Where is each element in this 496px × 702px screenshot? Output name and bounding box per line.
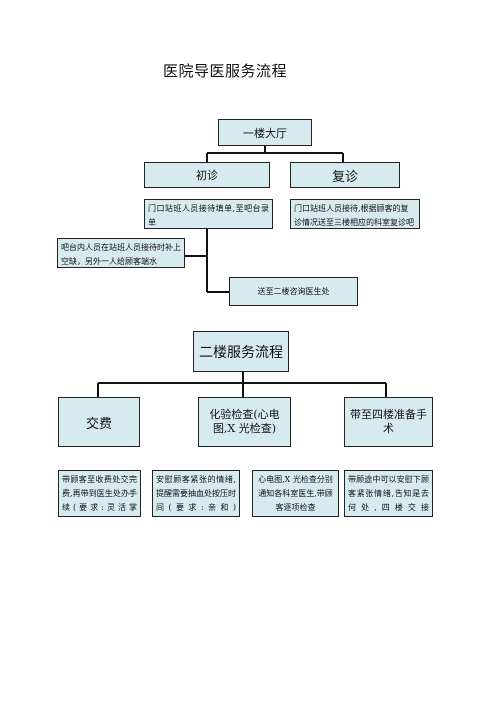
to-fourth-floor-label: 带至四楼准备手术 xyxy=(350,408,427,435)
first-visit-note: 门口站班人员接待填单,至吧台录单 xyxy=(144,199,273,229)
to-fourth-floor-note: 带顾途中可以安慰下顾客紧张情绪,告知是去何处,四楼交接 xyxy=(344,470,433,517)
lab-exam-label: 化验检查(心电图,X 光检查) xyxy=(209,408,280,435)
lab-comfort-note: 安慰顾客紧张的情绪,提醒需要抽血处按压时间(要求:亲和) xyxy=(152,470,240,517)
return-visit-note-text: 门口站班人员接待,根据顾客的复诊情况送至三楼相应的科室复诊吧台 xyxy=(294,204,414,227)
return-visit-box: 复诊 xyxy=(290,162,400,188)
floor1-lobby-label: 一楼大厅 xyxy=(243,126,287,140)
escort-note-text: 送至二楼咨询医生处 xyxy=(257,286,330,296)
bar-staff-note-text: 吧台内人员在站班人员接待时补上空缺，另外一人给顾客端水 xyxy=(61,243,181,266)
payment-note-text: 带顾客至收费处交完费,再带到医生处办手续(要求:灵活掌 xyxy=(62,475,137,512)
floor2-flow-box: 二楼服务流程 xyxy=(193,331,289,372)
floor1-lobby-box: 一楼大厅 xyxy=(218,119,312,146)
first-visit-label: 初诊 xyxy=(196,169,218,182)
payment-note: 带顾客至收费处交完费,再带到医生处办手续(要求:灵活掌 xyxy=(58,470,141,517)
lab-notify-note-text: 心电图,X 光检查分别通知各科室医生,带顾客逐项检查 xyxy=(258,475,333,512)
payment-box: 交费 xyxy=(58,397,140,447)
lab-comfort-note-text: 安慰顾客紧张的情绪,提醒需要抽血处按压时间(要求:亲和) xyxy=(156,475,236,512)
return-visit-label: 复诊 xyxy=(331,169,358,185)
to-fourth-floor-box: 带至四楼准备手术 xyxy=(344,397,433,447)
first-visit-box: 初诊 xyxy=(144,162,270,188)
bar-staff-note: 吧台内人员在站班人员接待时补上空缺，另外一人给顾客端水 xyxy=(57,238,185,268)
floor2-flow-label: 二楼服务流程 xyxy=(199,344,283,361)
first-visit-note-text: 门口站班人员接待填单,至吧台录单 xyxy=(148,204,269,227)
return-visit-note: 门口站班人员接待,根据顾客的复诊情况送至三楼相应的科室复诊吧台 xyxy=(290,199,420,229)
lab-notify-note: 心电图,X 光检查分别通知各科室医生,带顾客逐项检查 xyxy=(252,470,339,517)
page-title: 医院导医服务流程 xyxy=(163,62,288,80)
to-fourth-floor-note-text: 带顾途中可以安慰下顾客紧张情绪,告知是去何处,四楼交接 xyxy=(348,475,429,512)
payment-label: 交费 xyxy=(85,416,112,432)
lab-exam-box: 化验检查(心电图,X 光检查) xyxy=(198,397,291,447)
escort-note: 送至二楼咨询医生处 xyxy=(229,277,358,306)
